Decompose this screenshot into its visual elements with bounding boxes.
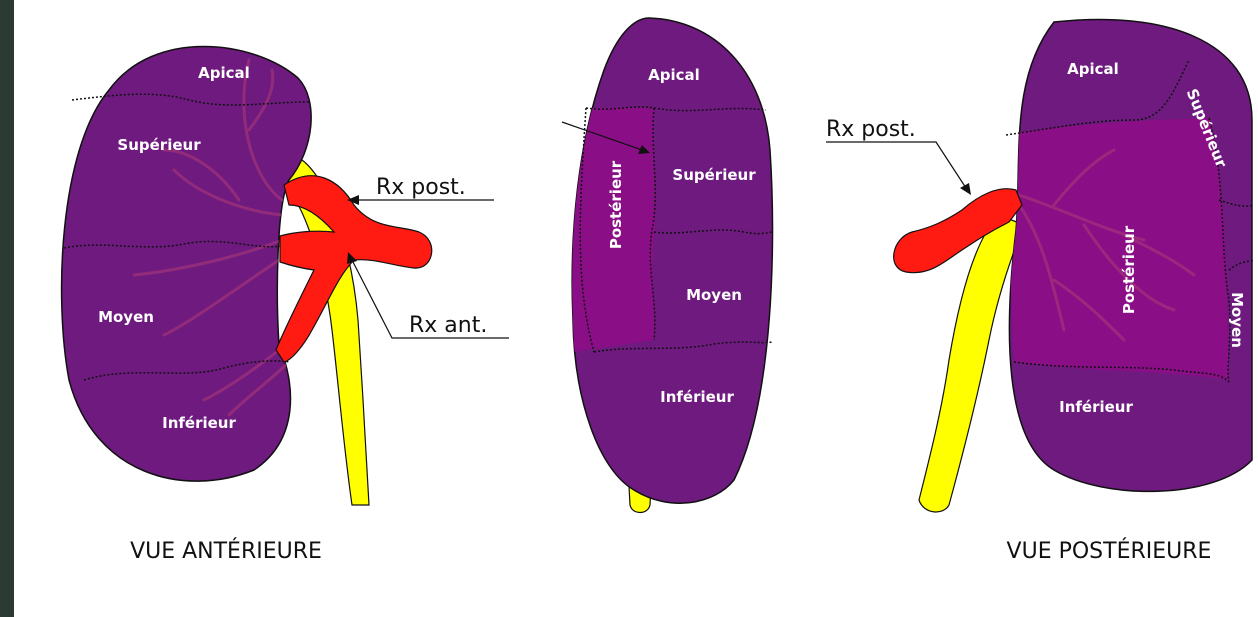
- anterior-rx-post-annotation: Rx post.: [347, 175, 494, 205]
- lateral-label-superior: Supérieur: [672, 166, 756, 184]
- lateral-posterior-zone: [554, 108, 655, 355]
- posterior-view: Apical Inférieur Postérieur Supérieur Mo…: [826, 19, 1254, 564]
- posterior-rx-post-annotation: Rx post.: [826, 117, 971, 195]
- diagram-canvas: Apical Supérieur Moyen Inférieur Rx post…: [14, 0, 1258, 617]
- posterior-label-inferior: Inférieur: [1059, 398, 1133, 416]
- posterior-label-posterior: Postérieur: [1120, 225, 1138, 314]
- lateral-label-middle: Moyen: [686, 286, 742, 304]
- anterior-label-inferior: Inférieur: [162, 414, 236, 432]
- anterior-label-middle: Moyen: [98, 308, 154, 326]
- posterior-label-middle: Moyen: [1228, 292, 1246, 348]
- posterior-label-apical: Apical: [1067, 60, 1119, 78]
- posterior-zone: [1004, 118, 1229, 380]
- lateral-label-posterior: Postérieur: [607, 160, 625, 249]
- anterior-view: Apical Supérieur Moyen Inférieur Rx post…: [62, 47, 509, 565]
- lateral-view: Apical Supérieur Moyen Inférieur Postéri…: [554, 18, 773, 513]
- posterior-rx-post-label: Rx post.: [826, 117, 916, 142]
- posterior-caption: VUE POSTÉRIEURE: [1007, 538, 1212, 564]
- lateral-label-apical: Apical: [648, 66, 700, 84]
- lateral-label-inferior: Inférieur: [660, 388, 734, 406]
- kidney-segments-diagram: Apical Supérieur Moyen Inférieur Rx post…: [14, 0, 1258, 617]
- anterior-rx-ant-label: Rx ant.: [409, 313, 487, 338]
- anterior-label-superior: Supérieur: [117, 136, 201, 154]
- anterior-rx-post-label: Rx post.: [376, 175, 466, 200]
- anterior-label-apical: Apical: [198, 64, 250, 82]
- anterior-caption: VUE ANTÉRIEURE: [130, 538, 322, 564]
- anterior-rx-ant-annotation: Rx ant.: [347, 252, 509, 338]
